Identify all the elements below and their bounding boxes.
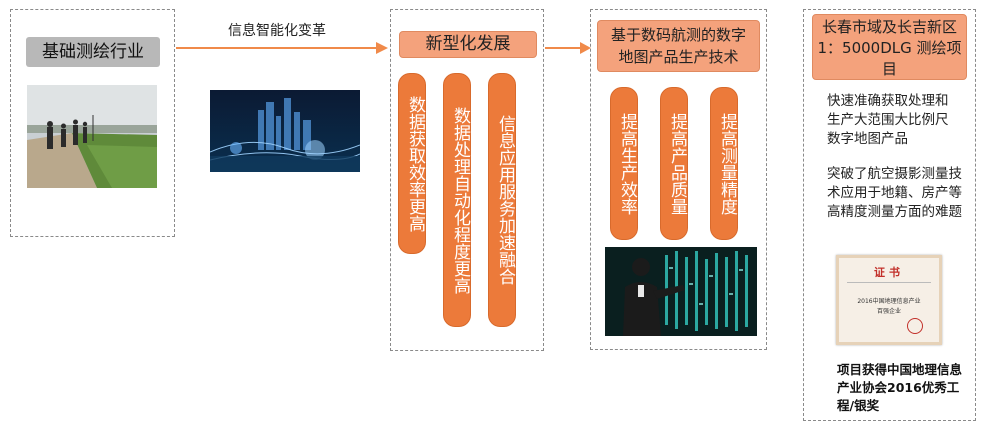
stage3-title: 基于数码航测的数字地图产品生产技术 [597, 20, 760, 72]
seal-icon [907, 318, 923, 334]
stage4-title: 长春市域及长吉新区 1：5000DLG 测绘项目 [812, 14, 967, 80]
certificate-heading: 证书 [874, 266, 904, 279]
arrow-right-icon [176, 42, 388, 54]
stage3-box [590, 9, 767, 350]
stage2-title: 新型化发展 [399, 31, 537, 58]
certificate-line: 2016中国地理信息产业 [857, 298, 921, 305]
stage3-item: 提高产品质量 [660, 87, 688, 240]
city-data-network-image [210, 90, 360, 172]
stage2-box [390, 9, 544, 351]
arrow-right-icon [545, 42, 591, 54]
stage4-description: 突破了航空摄影测量技术应用于地籍、房产等高精度测量方面的难题 [827, 166, 962, 220]
stage4-description: 快速准确获取处理和生产大范围大比例尺数字地图产品 [827, 93, 949, 147]
stage4-box [803, 9, 976, 421]
stage2-item: 信息应用服务加速融合 [488, 73, 516, 327]
stage3-item: 提高测量精度 [710, 87, 738, 240]
stage1-box [10, 9, 175, 237]
stage2-item: 数据获取效率更高 [398, 73, 426, 254]
award-text: 项目获得中国地理信息产业协会2016优秀工程/银奖 [837, 362, 963, 413]
transition-label: 信息智能化变革 [228, 23, 326, 39]
stage1-title: 基础测绘行业 [26, 37, 160, 67]
stage3-item: 提高生产效率 [610, 87, 638, 240]
stage2-item: 数据处理自动化程度更高 [443, 73, 471, 327]
field-survey-photo [27, 85, 157, 188]
certificate-image: 证书 2016中国地理信息产业 百强企业 [836, 255, 942, 345]
data-center-technician-image [605, 247, 757, 336]
certificate-line: 百强企业 [876, 308, 901, 315]
